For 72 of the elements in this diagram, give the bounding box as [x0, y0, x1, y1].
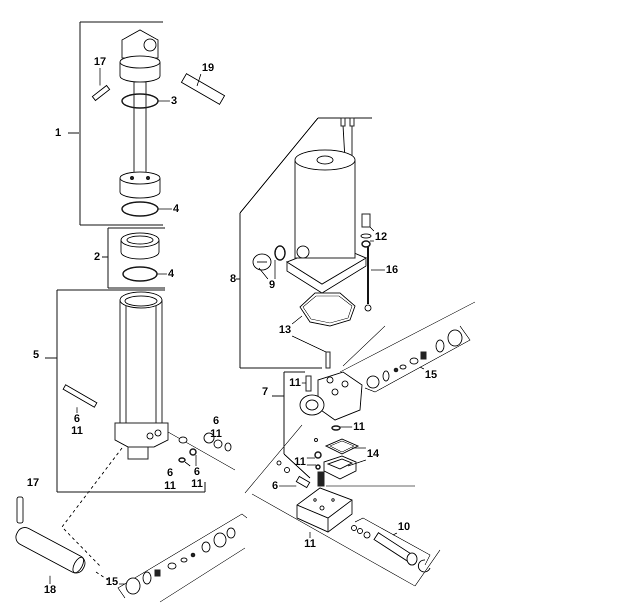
plug-drawing [252, 254, 272, 270]
washer-drawing [178, 457, 186, 463]
callout-number: 11 [191, 478, 203, 490]
leader-line [370, 226, 374, 232]
callout-number: 11 [303, 538, 317, 550]
valve-parts-drawing [118, 514, 248, 598]
leader-line [158, 208, 172, 210]
callout-number: 12 [374, 231, 388, 243]
bolt-drawing [306, 376, 312, 392]
callout-number: 19 [200, 62, 216, 74]
callout-number: 6 [270, 480, 280, 492]
leader-line [306, 464, 316, 466]
leader-line [76, 406, 78, 414]
o-ring-drawing [122, 266, 158, 282]
gasket-drawing [324, 438, 360, 455]
manifold-plate-drawing [296, 487, 352, 533]
dowel-pin-drawing [326, 352, 330, 368]
callout-number: 4 [172, 203, 180, 215]
callout-number: 6 [72, 413, 82, 425]
callout-number: 16 [384, 264, 400, 276]
leader-line [184, 462, 191, 466]
leader-line [348, 460, 366, 466]
callout-number: 14 [366, 448, 380, 460]
leader-line [258, 268, 268, 280]
o-ring-drawing [274, 245, 286, 261]
leader-line [370, 240, 374, 242]
leader-line [301, 382, 306, 384]
washer-drawing [314, 451, 322, 459]
callout-number: 11 [210, 428, 222, 440]
leader-line [292, 336, 326, 352]
leader-line [392, 532, 398, 536]
rod-drawing [364, 247, 372, 312]
callout-number: 11 [288, 377, 302, 389]
drive-shaft-drawing [351, 518, 430, 572]
washer-drawing [331, 425, 341, 431]
callout-number: 1 [54, 127, 62, 139]
callout-number: 7 [262, 386, 268, 398]
callout-number: 15 [424, 369, 438, 381]
leader-line [420, 366, 424, 370]
callout-number: 17 [26, 477, 40, 489]
leader-line [274, 260, 276, 280]
callout-number: 9 [268, 279, 276, 291]
callout-number: 18 [42, 584, 58, 596]
washer-drawing [189, 448, 197, 456]
callout-number: 11 [293, 456, 307, 468]
callout-number: 11 [352, 421, 366, 433]
callout-number: 11 [71, 425, 83, 437]
callout-number: 11 [164, 480, 176, 492]
leader-line [292, 316, 302, 324]
leader-line [196, 74, 202, 86]
callout-number: 13 [278, 324, 292, 336]
callout-number: 6 [212, 415, 220, 427]
callout-number: 17 [92, 56, 108, 68]
callout-number: 2 [94, 251, 100, 263]
callout-number: 5 [32, 349, 40, 361]
callout-number: 3 [170, 95, 178, 107]
callout-number: 6 [192, 466, 202, 478]
valve-parts-drawing [364, 326, 471, 392]
screw-drawing [362, 214, 370, 228]
callout-number: 6 [166, 467, 174, 479]
leader-line [340, 426, 353, 428]
gasket-drawing [299, 292, 356, 327]
o-ring-drawing [121, 201, 159, 217]
o-ring-drawing [121, 93, 159, 109]
callout-number: 4 [166, 268, 176, 280]
callout-number: 10 [396, 521, 412, 533]
callout-number: 8 [230, 273, 236, 285]
washer-drawing [361, 240, 371, 248]
leader-line [158, 100, 170, 102]
callout-number: 15 [104, 576, 120, 588]
filter-drawing [324, 455, 356, 480]
washer-drawing [315, 464, 321, 470]
